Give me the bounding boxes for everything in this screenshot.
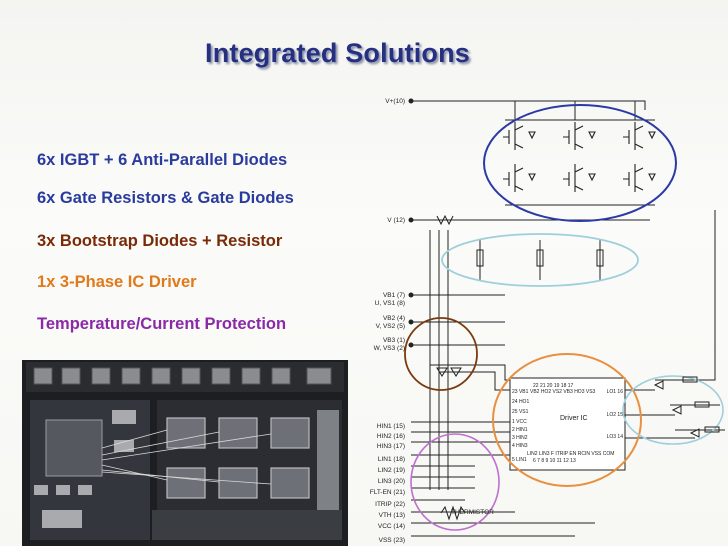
ic-left-pin: 25 VS1	[512, 409, 529, 415]
thermistor-highlight-ellipse	[410, 433, 500, 531]
gate-highlight-ellipse	[441, 233, 639, 287]
pin-bottom: VSS (23)	[379, 537, 405, 544]
pin-vminus: V (12)	[387, 217, 405, 224]
ic-right-pin: LO1 16	[607, 389, 624, 395]
bullet-igbt: 6x IGBT + 6 Anti-Parallel Diodes	[37, 151, 288, 169]
lowside-highlight-ellipse	[622, 375, 724, 445]
ic-highlight-ellipse	[492, 353, 642, 487]
ic-top-pins: VB2 HO2 VS2 VB3 HO3 VS3	[530, 389, 596, 395]
ic-left-pin: 1 VCC	[512, 419, 527, 425]
ic-left-pin: 3 HIN2	[512, 435, 528, 441]
pin-bottom: HIN1 (15)	[377, 423, 405, 430]
pin-bottom: VCC (14)	[378, 523, 405, 530]
schematic-diagram: V+(10) V (12) VB1 (7) U, VS1 (8) VB2 (4)…	[370, 98, 725, 544]
ic-left-pin: 4 HIN3	[512, 443, 528, 449]
ic-left-pin: 24 HO1	[512, 399, 529, 405]
ic-left-pin: 2 HIN1	[512, 427, 528, 433]
pin-bottom: HIN3 (17)	[377, 443, 405, 450]
pin-v-vs2: V, VS2 (5)	[376, 323, 405, 330]
pin-bottom: ITRIP (22)	[375, 501, 405, 508]
bullet-bootstrap: 3x Bootstrap Diodes + Resistor	[37, 232, 283, 250]
ic-bottom-numbers: 6 7 8 9 10 11 12 13	[533, 458, 576, 464]
pin-bottom: LIN1 (18)	[378, 456, 405, 463]
bullet-gate-resistors: 6x Gate Resistors & Gate Diodes	[37, 189, 294, 207]
ic-name: Driver IC	[560, 415, 588, 422]
ic-right-pin: LO2 15	[607, 412, 624, 418]
pin-vb1: VB1 (7)	[383, 292, 405, 299]
pin-w-vs3: W, VS3 (2)	[374, 345, 405, 352]
thermistor-label: THERMISTOR	[451, 509, 494, 516]
pin-bottom: LIN3 (20)	[378, 478, 405, 485]
ic-bottom-pins: LIN2 LIN3 F ITRIP EN RCIN VSS COM	[527, 451, 614, 457]
ic-left-pin: 5 LIN1	[512, 457, 527, 463]
pin-bottom: FLT-EN (21)	[370, 489, 405, 496]
pin-bottom: LIN2 (19)	[378, 467, 405, 474]
pin-u-vs1: U, VS1 (8)	[375, 300, 405, 307]
slide-title: Integrated Solutions	[205, 38, 471, 68]
pin-bottom: VTH (13)	[379, 512, 405, 519]
module-pcb-photo	[22, 360, 348, 546]
pin-bottom: HIN2 (16)	[377, 433, 405, 440]
ic-top-numbers: 22 21 20 19 18 17	[533, 383, 574, 389]
ic-right-pin: LO3 14	[607, 434, 624, 440]
bootstrap-highlight-ellipse	[404, 317, 478, 391]
bullet-ic-driver: 1x 3-Phase IC Driver	[37, 273, 197, 291]
pin-vb3: VB3 (1)	[383, 337, 405, 344]
igbt-highlight-ellipse	[483, 104, 677, 222]
ic-left-pin: 23 VB1	[512, 389, 529, 395]
pin-vplus: V+(10)	[385, 98, 405, 105]
pin-vb2: VB2 (4)	[383, 315, 405, 322]
bullet-protection: Temperature/Current Protection	[37, 315, 287, 333]
